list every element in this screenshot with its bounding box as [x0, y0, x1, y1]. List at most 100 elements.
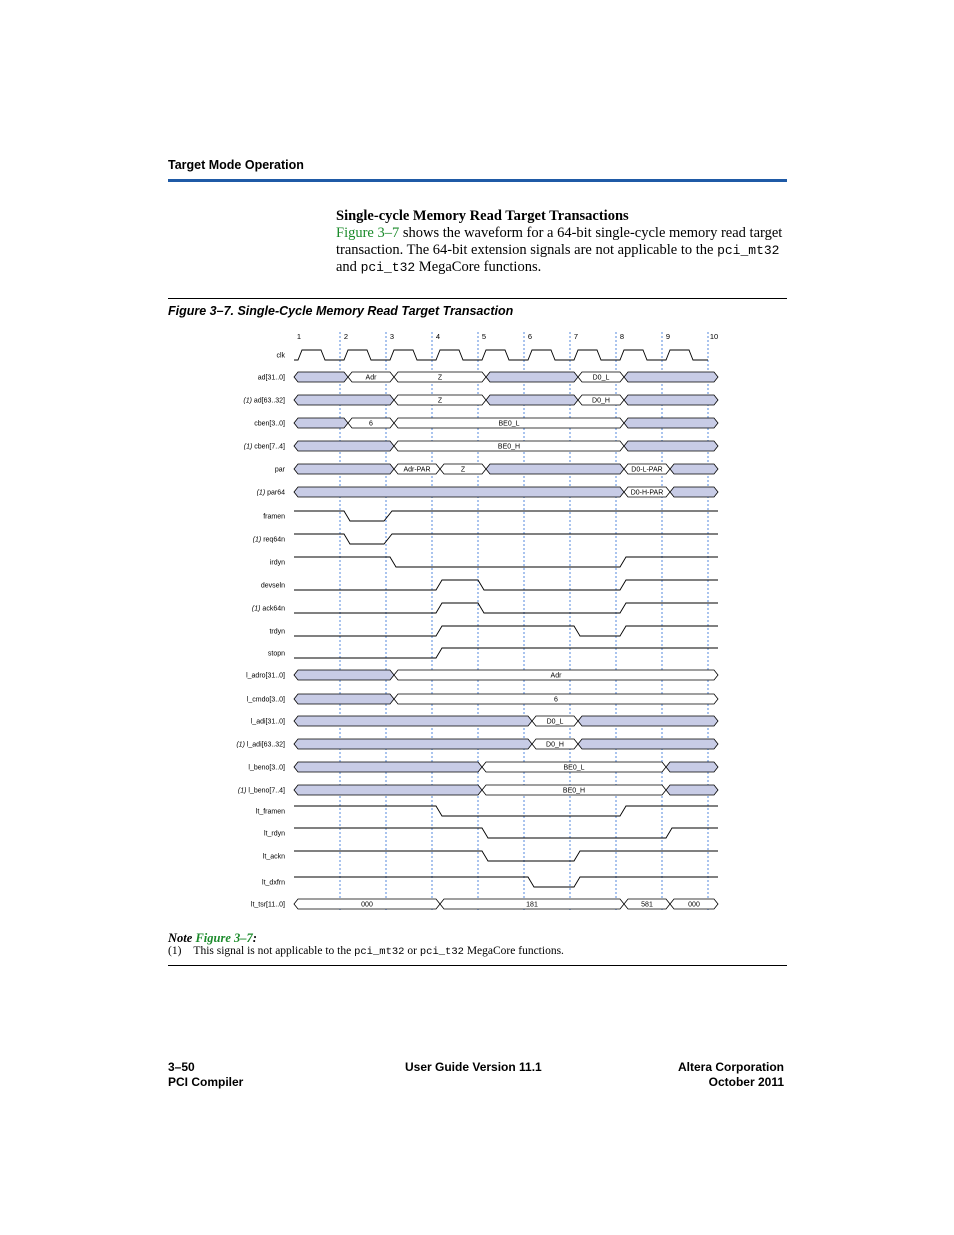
signal-label: cben[3..0] [254, 421, 285, 428]
signal-label: stopn [268, 651, 285, 658]
clock-number-label: 5 [482, 332, 486, 341]
bus-segment [293, 394, 395, 406]
signal-label: framen [263, 514, 285, 521]
section-paragraph: Figure 3–7 shows the waveform for a 64-b… [336, 225, 786, 276]
bus-value-label: 181 [526, 902, 538, 909]
bus-segment [665, 761, 719, 773]
running-header: Target Mode Operation [168, 158, 304, 172]
note-label: Note [168, 931, 196, 945]
signal-label: (1) l_adi[63..32] [236, 742, 285, 749]
stopn-waveform [294, 647, 718, 659]
signal-label: (1) ack64n [252, 606, 285, 613]
bus-segment [293, 738, 533, 750]
ack64n-waveform [294, 602, 718, 614]
bus-segment [623, 440, 719, 452]
bus-segment [293, 371, 349, 383]
signal-label: (1) cben[7..4] [244, 444, 285, 451]
bus-segment [393, 669, 719, 681]
signal-label: (1) ad[63..32] [243, 398, 285, 405]
req64n-waveform [294, 533, 718, 545]
signal-label: lt_rdyn [264, 831, 285, 838]
note-text-2: or [404, 945, 420, 957]
bus-value-label: Adr [551, 673, 563, 680]
signal-label: par [275, 467, 286, 474]
signal-label: ad[31..0] [258, 375, 285, 382]
bus-segment [293, 693, 395, 705]
bus-segment [669, 463, 719, 475]
bus-value-label: Z [438, 375, 443, 382]
clock-number-label: 8 [620, 332, 624, 341]
footer-company: Altera Corporation [677, 1060, 784, 1074]
note-colon: : [252, 931, 257, 945]
clock-number-label: 10 [710, 332, 718, 341]
signal-label: (1) req64n [253, 537, 285, 544]
bus-segment [393, 693, 719, 705]
framen-waveform [294, 510, 718, 522]
signal-label: lt_tsr[11..0] [251, 902, 285, 909]
signal-label: l_adro[31..0] [246, 673, 285, 680]
bus-segment [293, 486, 625, 498]
clock-number-label: 2 [344, 332, 348, 341]
bus-segment [293, 417, 349, 429]
bus-value-label: 6 [554, 697, 558, 704]
paragraph-text-2: and [336, 259, 361, 275]
signal-label: l_beno[3..0] [248, 765, 285, 772]
trdyn-waveform [294, 625, 718, 637]
bus-segment [293, 715, 533, 727]
bus-segment [577, 738, 719, 750]
bus-segment [485, 463, 625, 475]
bus-value-label: Z [438, 398, 443, 405]
bus-segment [669, 486, 719, 498]
lt-rdyn-waveform [294, 827, 718, 839]
header-rule [168, 179, 787, 182]
bus-value-label: D0_H [546, 742, 564, 749]
clock-number-label: 7 [574, 332, 578, 341]
lt-dxfrn-waveform [294, 876, 718, 888]
bus-value-label: BE0_L [563, 765, 584, 772]
bus-segment [485, 394, 579, 406]
bus-value-label: D0_H [592, 398, 610, 405]
figure-bottom-rule [168, 965, 787, 966]
clock-number-label: 3 [390, 332, 394, 341]
bus-value-label: Adr [366, 375, 378, 382]
code-pci-mt32: pci_mt32 [717, 243, 780, 258]
note-code-1: pci_mt32 [354, 946, 405, 958]
irdyn-waveform [294, 556, 718, 568]
clock-number-label: 6 [528, 332, 532, 341]
bus-value-label: BE0_L [498, 421, 519, 428]
signal-label: irdyn [270, 560, 285, 567]
signal-label: devseln [261, 583, 285, 590]
bus-value-label: Adr-PAR [403, 467, 430, 474]
bus-segment [577, 715, 719, 727]
note-figure-link[interactable]: Figure 3–7 [195, 931, 253, 945]
figure-top-rule [168, 298, 787, 299]
signal-label: clk [276, 353, 285, 360]
figure-link[interactable]: Figure 3–7 [336, 225, 400, 241]
bus-value-label: D0_L [593, 375, 610, 382]
bus-segment [293, 784, 483, 796]
clock-number-label: 4 [436, 332, 440, 341]
signal-label: (1) par64 [257, 490, 286, 497]
bus-segment [623, 371, 719, 383]
signal-label: l_adi[31..0] [251, 719, 285, 726]
footer-date: October 2011 [708, 1075, 784, 1089]
note-title: Note Figure 3–7: [168, 931, 257, 946]
bus-value-label: 6 [369, 421, 373, 428]
bus-value-label: Z [461, 467, 466, 474]
bus-segment [293, 669, 395, 681]
signal-label: lt_ackn [263, 854, 285, 861]
note-text-3: MegaCore functions. [463, 945, 564, 957]
bus-segment [293, 463, 395, 475]
code-pci-t32: pci_t32 [360, 260, 416, 275]
bus-segment [485, 371, 579, 383]
bus-value-label: 000 [688, 902, 700, 909]
footer-version: User Guide Version 11.1 [405, 1060, 542, 1074]
devseln-waveform [294, 579, 718, 591]
signal-label: l_cmdo[3..0] [247, 697, 285, 704]
note-code-2: pci_t32 [419, 946, 464, 958]
bus-value-label: D0-L-PAR [631, 467, 662, 474]
signal-label: lt_dxfrn [262, 880, 285, 887]
bus-value-label: D0_L [547, 719, 564, 726]
signal-label: lt_framen [256, 809, 285, 816]
footer-page-number: 3–50 [168, 1060, 195, 1074]
